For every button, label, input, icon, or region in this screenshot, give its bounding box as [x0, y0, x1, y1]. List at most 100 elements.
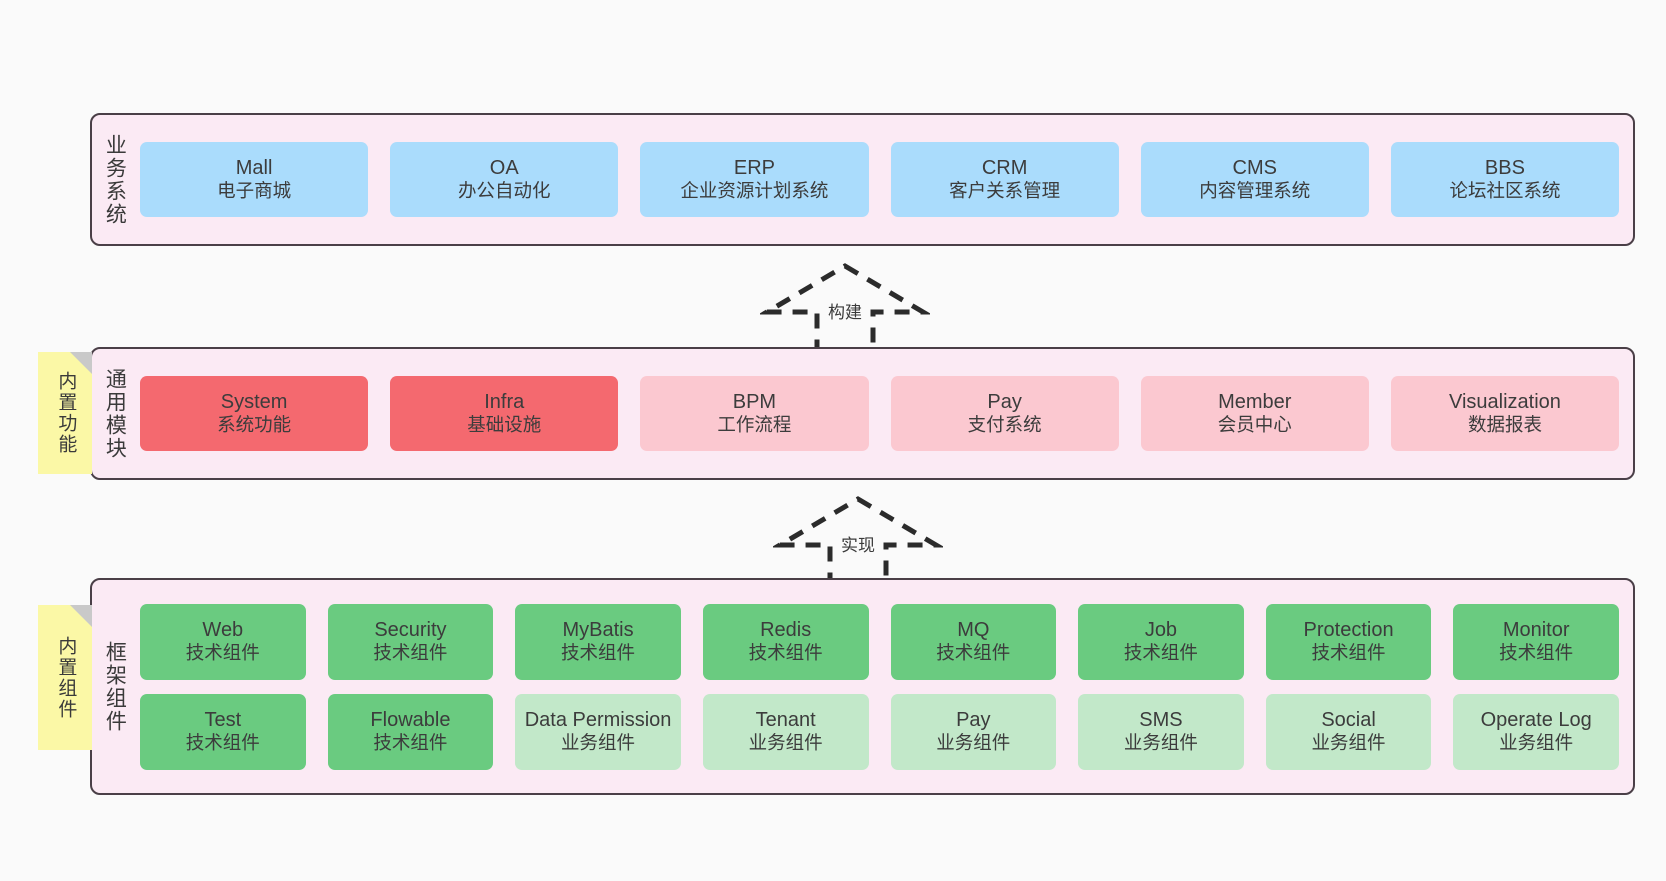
node-web[interactable]: Web 技术组件 — [140, 603, 306, 680]
node-mall-desc: 电子商城 — [217, 180, 292, 202]
node-flowable-name: Flowable — [370, 708, 451, 731]
node-member[interactable]: Member 会员中心 — [1140, 376, 1369, 451]
node-web-desc: 技术组件 — [185, 642, 260, 664]
node-test[interactable]: Test 技术组件 — [140, 693, 306, 770]
node-redis[interactable]: Redis 技术组件 — [702, 603, 869, 680]
node-bbs-desc: 论坛社区系统 — [1449, 180, 1561, 202]
node-crm-name: CRM — [981, 156, 1028, 179]
node-monitor-desc: 技术组件 — [1499, 642, 1574, 664]
node-erp-desc: 企业资源计划系统 — [680, 180, 829, 202]
node-member-desc: 会员中心 — [1217, 414, 1292, 436]
node-erp[interactable]: ERP 企业资源计划系统 — [640, 142, 869, 217]
node-flowable[interactable]: Flowable 技术组件 — [327, 693, 494, 770]
note-builtin-component: 内置组件 — [38, 605, 92, 750]
node-pay-component[interactable]: Pay 业务组件 — [890, 693, 1057, 770]
connector-build: 构建 — [760, 262, 930, 354]
node-test-desc: 技术组件 — [185, 732, 260, 754]
node-protection-desc: 技术组件 — [1311, 642, 1386, 664]
node-infra-name: Infra — [484, 390, 525, 413]
node-sms-name: SMS — [1139, 708, 1183, 731]
node-social-name: Social — [1321, 708, 1376, 731]
node-oa-desc: 办公自动化 — [458, 180, 551, 202]
node-bpm[interactable]: BPM 工作流程 — [640, 376, 869, 451]
node-job[interactable]: Job 技术组件 — [1078, 603, 1244, 680]
node-job-desc: 技术组件 — [1123, 642, 1198, 664]
node-crm-desc: 客户关系管理 — [949, 180, 1061, 202]
node-operate-log[interactable]: Operate Log 业务组件 — [1453, 693, 1619, 770]
connector-implement: 实现 — [773, 495, 943, 587]
layer-business-system: 业务系统 Mall 电子商城 OA 办公自动化 ERP 企业资源计划系统 CRM… — [90, 113, 1635, 246]
node-mq[interactable]: MQ 技术组件 — [890, 603, 1057, 680]
node-tenant-name: Tenant — [755, 708, 816, 731]
layer-common-module: 通用模块 System 系统功能 Infra 基础设施 BPM 工作流程 Pay… — [90, 347, 1635, 480]
node-system[interactable]: System 系统功能 — [140, 376, 369, 451]
node-pay-module[interactable]: Pay 支付系统 — [890, 376, 1119, 451]
node-cms[interactable]: CMS 内容管理系统 — [1140, 142, 1369, 217]
layer-body-framework: Web 技术组件 Security 技术组件 MyBatis 技术组件 Redi… — [136, 580, 1633, 793]
node-pay-component-desc: 业务组件 — [936, 732, 1011, 754]
node-bbs-name: BBS — [1484, 156, 1525, 179]
node-security-desc: 技术组件 — [373, 642, 448, 664]
node-pay-module-desc: 支付系统 — [967, 414, 1042, 436]
node-web-name: Web — [202, 618, 244, 641]
node-operate-log-name: Operate Log — [1480, 708, 1592, 731]
node-erp-name: ERP — [733, 156, 775, 179]
node-bpm-name: BPM — [732, 390, 777, 413]
node-visualization[interactable]: Visualization 数据报表 — [1390, 376, 1620, 451]
node-cms-name: CMS — [1232, 156, 1277, 179]
node-tenant-desc: 业务组件 — [748, 732, 823, 754]
node-protection-name: Protection — [1303, 618, 1394, 641]
connector-implement-label: 实现 — [841, 536, 875, 555]
common-node-row: System 系统功能 Infra 基础设施 BPM 工作流程 Pay 支付系统… — [140, 376, 1620, 451]
framework-node-row-1: Web 技术组件 Security 技术组件 MyBatis 技术组件 Redi… — [140, 603, 1619, 680]
node-infra[interactable]: Infra 基础设施 — [390, 376, 619, 451]
note-builtin-component-label: 内置组件 — [55, 635, 77, 720]
node-mybatis[interactable]: MyBatis 技术组件 — [515, 603, 681, 680]
layer-body-common: System 系统功能 Infra 基础设施 BPM 工作流程 Pay 支付系统… — [136, 349, 1633, 478]
node-oa-name: OA — [489, 156, 519, 179]
node-mall[interactable]: Mall 电子商城 — [140, 142, 369, 217]
node-bpm-desc: 工作流程 — [717, 414, 792, 436]
node-security-name: Security — [374, 618, 447, 641]
layer-framework-component: 框架组件 Web 技术组件 Security 技术组件 MyBatis 技术组件… — [90, 578, 1635, 795]
node-pay-module-name: Pay — [987, 390, 1022, 413]
node-mall-name: Mall — [235, 156, 273, 179]
node-infra-desc: 基础设施 — [467, 414, 542, 436]
node-pay-component-name: Pay — [956, 708, 991, 731]
note-fold-corner-icon — [70, 352, 92, 374]
layer-title-common: 通用模块 — [103, 367, 127, 460]
node-protection[interactable]: Protection 技术组件 — [1265, 603, 1432, 680]
node-flowable-desc: 技术组件 — [373, 732, 448, 754]
node-monitor[interactable]: Monitor 技术组件 — [1453, 603, 1619, 680]
node-test-name: Test — [204, 708, 242, 731]
note-builtin-function: 内置功能 — [38, 352, 92, 474]
connector-build-label: 构建 — [828, 303, 862, 322]
node-security[interactable]: Security 技术组件 — [327, 603, 494, 680]
layer-body-business: Mall 电子商城 OA 办公自动化 ERP 企业资源计划系统 CRM 客户关系… — [136, 115, 1633, 244]
node-sms[interactable]: SMS 业务组件 — [1078, 693, 1244, 770]
node-oa[interactable]: OA 办公自动化 — [390, 142, 619, 217]
node-data-permission-name: Data Permission — [524, 708, 672, 731]
node-sms-desc: 业务组件 — [1123, 732, 1198, 754]
layer-title-framework: 框架组件 — [103, 640, 127, 733]
node-mq-name: MQ — [957, 618, 990, 641]
node-monitor-name: Monitor — [1502, 618, 1570, 641]
node-operate-log-desc: 业务组件 — [1499, 732, 1574, 754]
node-member-name: Member — [1218, 390, 1292, 413]
node-data-permission-desc: 业务组件 — [561, 732, 636, 754]
node-tenant[interactable]: Tenant 业务组件 — [702, 693, 869, 770]
node-system-desc: 系统功能 — [217, 414, 292, 436]
node-social[interactable]: Social 业务组件 — [1265, 693, 1432, 770]
framework-node-row-2: Test 技术组件 Flowable 技术组件 Data Permission … — [140, 693, 1619, 770]
node-social-desc: 业务组件 — [1311, 732, 1386, 754]
node-visualization-desc: 数据报表 — [1467, 414, 1542, 436]
layer-title-business: 业务系统 — [103, 133, 127, 226]
node-cms-desc: 内容管理系统 — [1199, 180, 1311, 202]
node-data-permission[interactable]: Data Permission 业务组件 — [515, 693, 681, 770]
node-bbs[interactable]: BBS 论坛社区系统 — [1390, 142, 1620, 217]
business-node-row: Mall 电子商城 OA 办公自动化 ERP 企业资源计划系统 CRM 客户关系… — [140, 142, 1620, 217]
node-mybatis-name: MyBatis — [562, 618, 634, 641]
node-crm[interactable]: CRM 客户关系管理 — [890, 142, 1119, 217]
node-system-name: System — [220, 390, 288, 413]
